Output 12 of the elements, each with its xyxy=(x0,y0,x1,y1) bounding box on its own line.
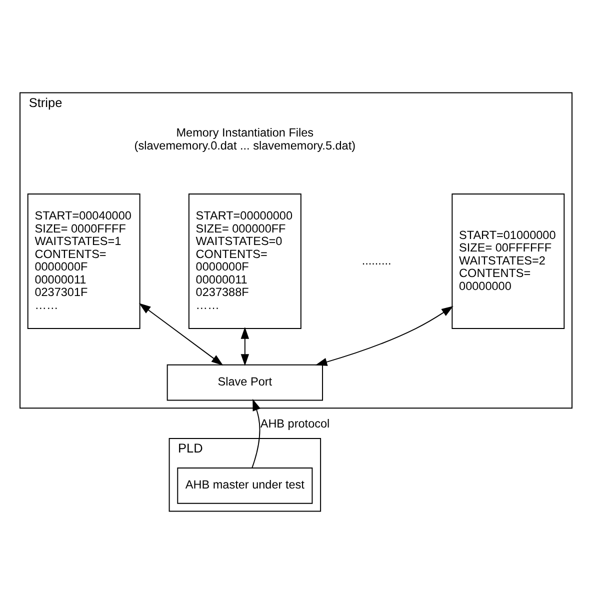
node-box: AHB master under test xyxy=(177,468,313,504)
arrow xyxy=(138,303,224,366)
label: ......... xyxy=(362,254,392,268)
node-box: START=00000000 SIZE= 000000FF WAITSTATES=0 CONTENTS= 0000000F 00000011 0237388F …… xyxy=(188,193,302,329)
node-box: START=00040000 SIZE= 0000FFFF WAITSTATES=1 CONTENTS= 0000000F 00000011 0237301F …… xyxy=(27,193,140,329)
arrow xyxy=(315,306,454,366)
arrow xyxy=(252,398,261,468)
node-box: START=01000000 SIZE= 00FFFFFF WAITSTATES=2 CONTENTS= 00000000 xyxy=(452,193,565,329)
label: Memory Instantiation Files (slavememory.0.dat ... slavememory.5.dat) xyxy=(134,126,356,152)
edge-label: AHB protocol xyxy=(260,417,330,430)
node-box: Slave Port xyxy=(166,364,323,401)
arrow xyxy=(240,327,250,366)
